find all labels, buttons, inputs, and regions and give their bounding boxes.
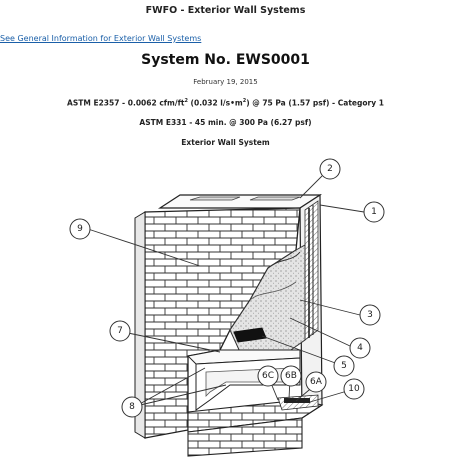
callout-6a: 6A: [305, 371, 327, 393]
system-number-title: System No. EWS0001: [141, 52, 310, 68]
callout-5: 5: [333, 355, 355, 377]
general-info-link[interactable]: See General Information for Exterior Wal…: [0, 34, 202, 43]
svg-text:6B: 6B: [285, 371, 297, 381]
callout-6c: 6C: [257, 365, 279, 387]
exterior-wall-diagram: 1 2 3 4 5 6A 6B 6C 7 8 9 10: [69, 158, 385, 457]
callout-6b: 6B: [280, 365, 302, 387]
svg-text:5: 5: [341, 361, 347, 371]
callout-9: 9: [69, 218, 91, 240]
callout-10: 10: [343, 378, 365, 400]
svg-text:4: 4: [357, 343, 363, 353]
svg-text:1: 1: [371, 207, 377, 217]
callout-1: 1: [363, 201, 385, 223]
callout-4: 4: [349, 337, 371, 359]
svg-text:6A: 6A: [310, 377, 323, 387]
svg-text:3: 3: [367, 310, 373, 320]
astm-e2357-rating: ASTM E2357 - 0.0062 cfm/ft2 (0.032 l/s•m…: [67, 98, 384, 108]
page-header: FWFO - Exterior Wall Systems: [145, 5, 306, 16]
svg-text:6C: 6C: [262, 371, 274, 381]
diagram-subtitle: Exterior Wall System: [181, 138, 270, 147]
callout-2: 2: [319, 158, 341, 180]
svg-text:9: 9: [77, 224, 83, 234]
system-date: February 19, 2015: [193, 78, 258, 86]
svg-text:10: 10: [348, 384, 360, 394]
svg-text:7: 7: [117, 326, 123, 336]
callout-7: 7: [109, 320, 131, 342]
svg-text:8: 8: [129, 402, 135, 412]
astm-e331-rating: ASTM E331 - 45 min. @ 300 Pa (6.27 psf): [139, 118, 312, 127]
svg-text:2: 2: [327, 164, 333, 174]
callout-8: 8: [121, 396, 143, 418]
callout-3: 3: [359, 304, 381, 326]
